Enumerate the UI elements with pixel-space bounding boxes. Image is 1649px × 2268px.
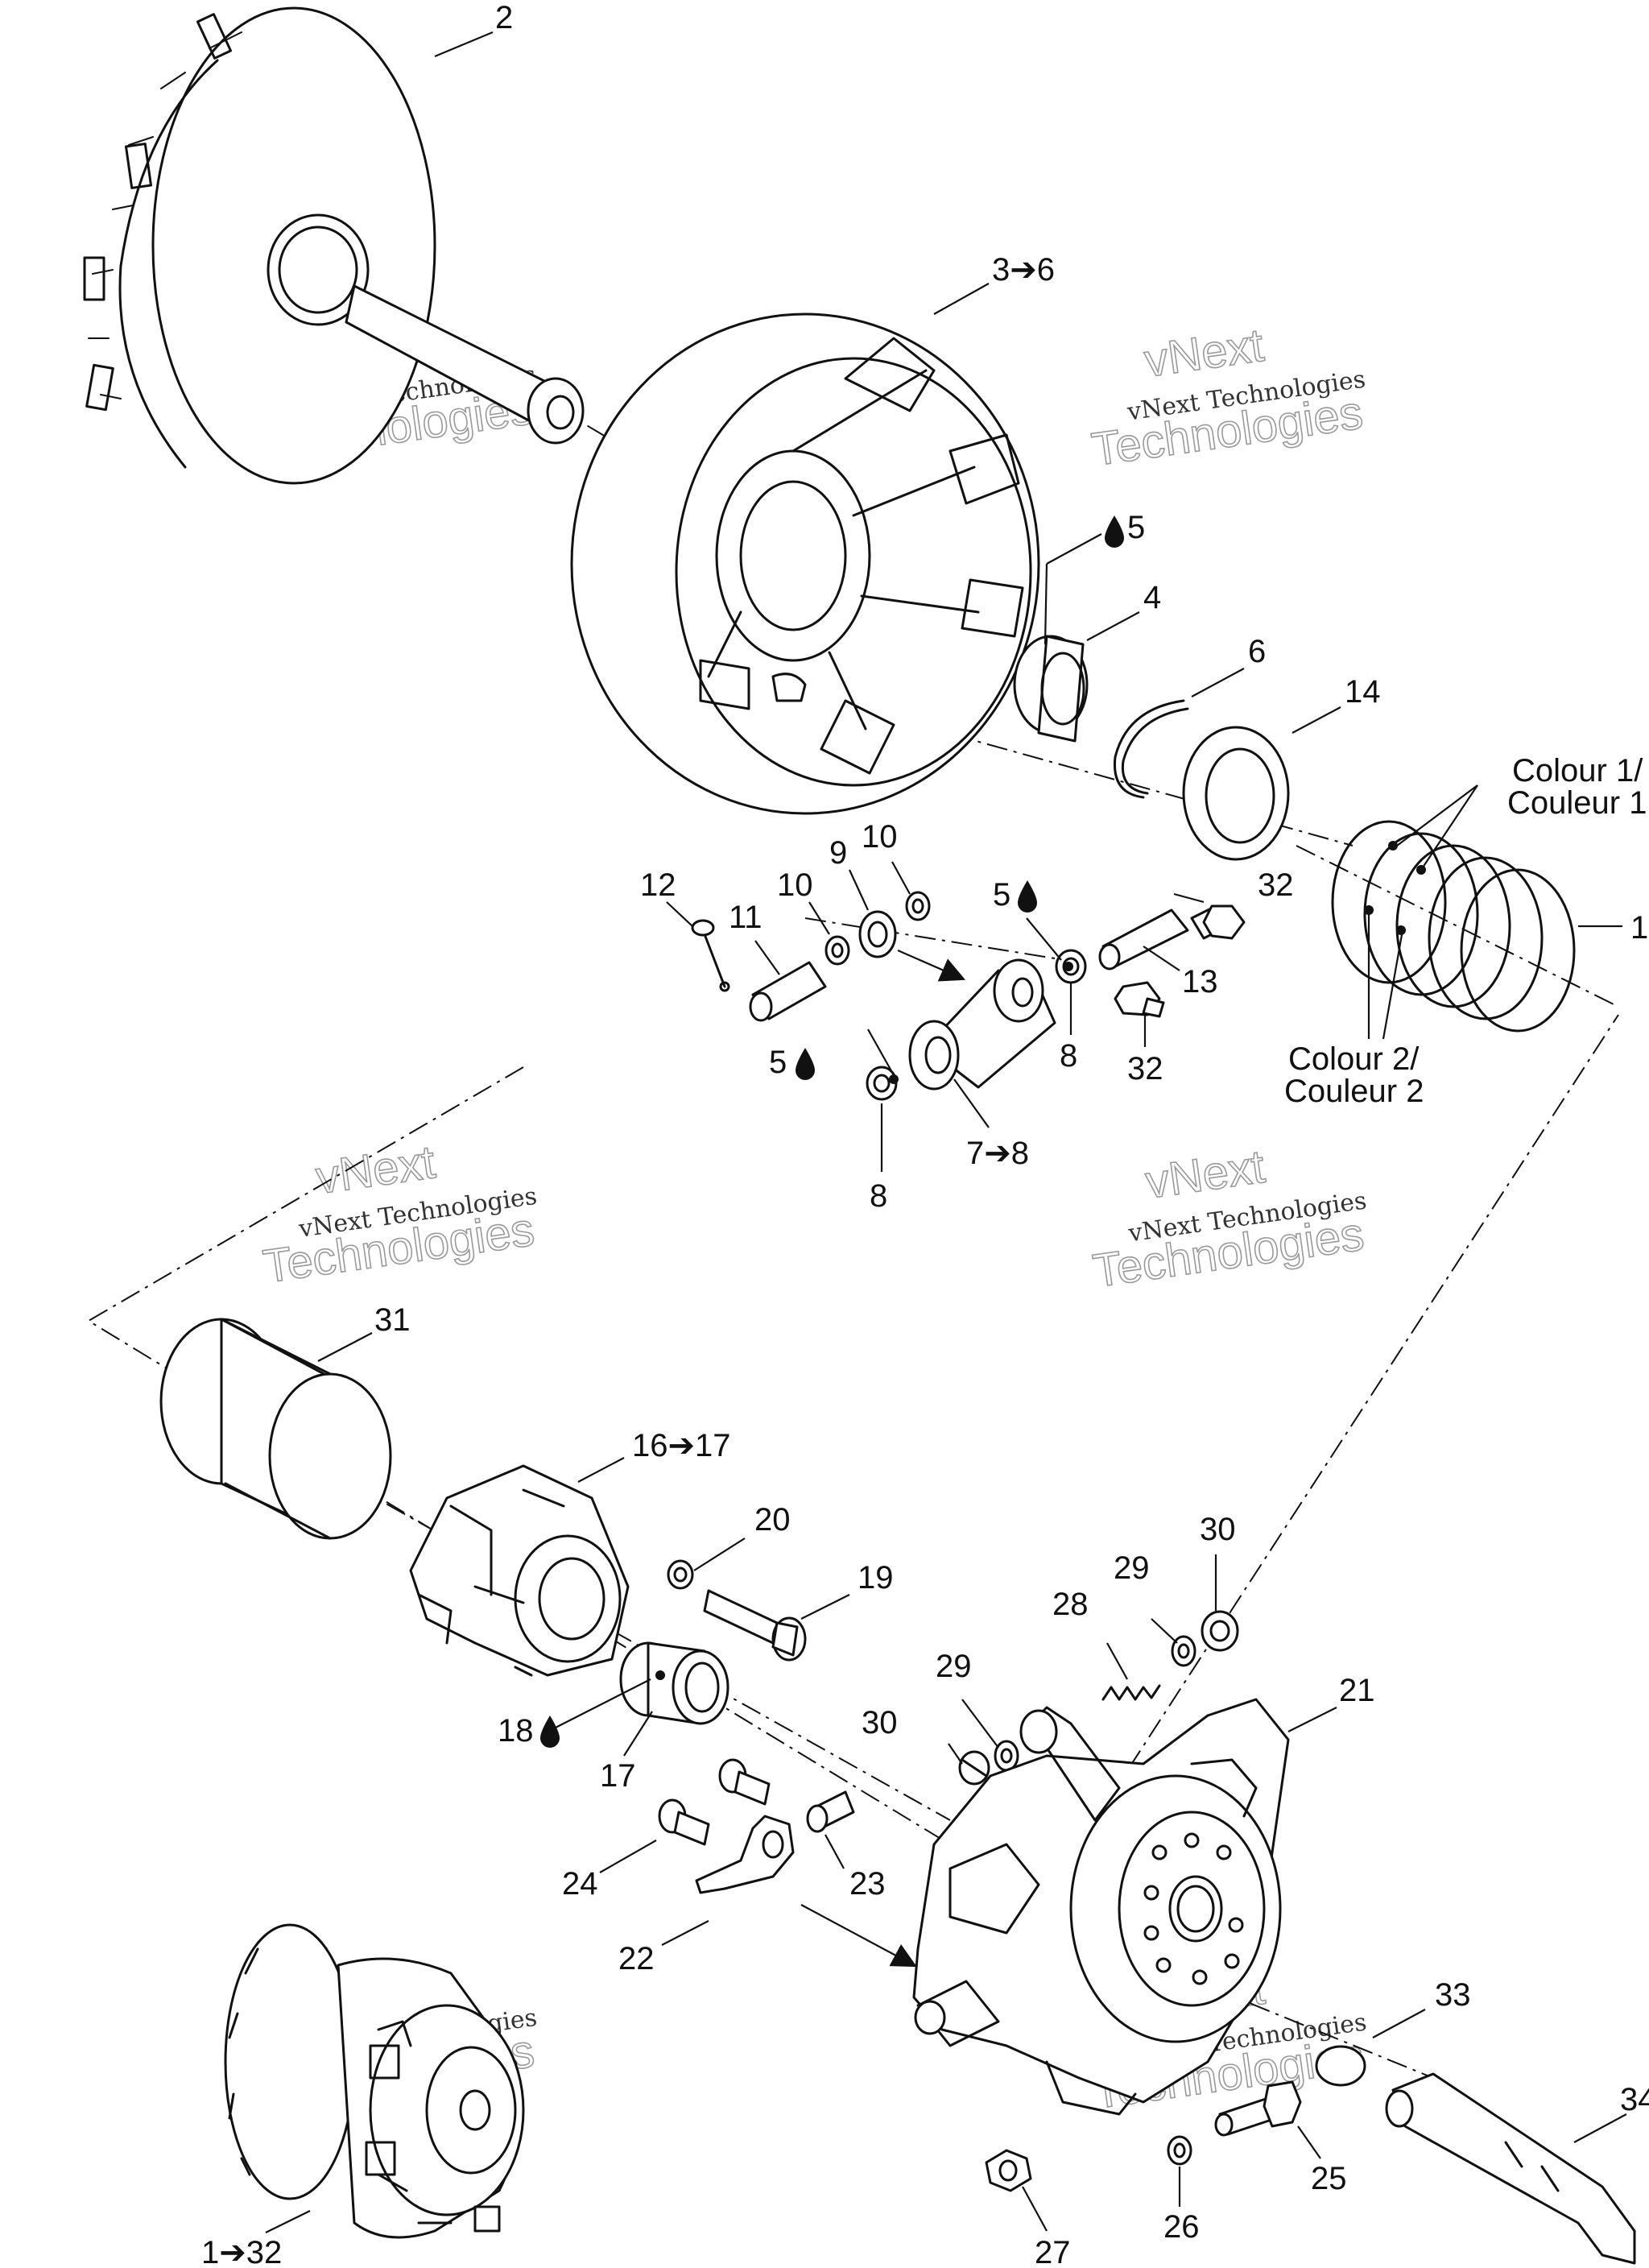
callout-32-b: 32 <box>1127 1051 1163 1086</box>
part-16-spider <box>409 1464 630 1677</box>
part-12-pin <box>691 919 730 992</box>
callout-26: 26 <box>1163 2209 1200 2245</box>
callout-28: 28 <box>1052 1587 1089 1622</box>
callout-7-to-8: 7➔8 <box>966 1136 1029 1171</box>
callout-5-mid: 5 <box>993 877 1010 913</box>
part-8-bushing-b <box>866 1066 899 1101</box>
lubricant-drop-icon <box>796 1048 815 1080</box>
part-22-weight <box>695 1815 795 1894</box>
part-24-pin-b <box>718 1758 771 1806</box>
callout-31: 31 <box>374 1302 411 1338</box>
part-21-governor-cup <box>912 1698 1290 2116</box>
part-19-bolt <box>703 1589 807 1662</box>
callout-19: 19 <box>858 1560 894 1595</box>
callout-23: 23 <box>849 1866 886 1902</box>
part-11-shaft <box>749 961 827 1022</box>
assembly-arrow-weight <box>800 1904 917 1968</box>
part-32-screw-a <box>1190 904 1246 940</box>
part-2-fixed-sheave <box>83 6 585 485</box>
callout-1-spring: 1 <box>1630 910 1648 946</box>
part-13-pin <box>1098 908 1189 971</box>
lubricant-drop-icons <box>540 515 1124 1748</box>
svg-text:vNext: vNext <box>1141 319 1267 387</box>
callout-33: 33 <box>1435 1977 1471 2013</box>
callout-3-to-6: 3➔6 <box>992 252 1055 288</box>
callout-32-a: 32 <box>1258 867 1294 903</box>
callout-21: 21 <box>1339 1673 1375 1708</box>
callout-12: 12 <box>640 867 676 903</box>
callout-10-b: 10 <box>862 819 898 855</box>
part-20-washer <box>667 1559 694 1590</box>
callout-14: 14 <box>1345 674 1381 710</box>
part-30-cap-b <box>958 1750 990 1786</box>
part-29-washer-b <box>994 1740 1019 1772</box>
callout-25: 25 <box>1311 2161 1347 2196</box>
svg-text:vNext: vNext <box>1143 1140 1268 1209</box>
callout-8-b: 8 <box>870 1178 887 1214</box>
callout-20: 20 <box>754 1502 791 1538</box>
part-9-roller <box>858 910 897 958</box>
part-1-spring <box>1331 820 1576 1033</box>
callout-8-a: 8 <box>1060 1038 1077 1074</box>
part-6-retaining-ring <box>1113 699 1189 799</box>
part-8-bushing-a <box>1055 949 1087 984</box>
callout-2: 2 <box>495 0 513 35</box>
watermark-mid-right: vNext Technologies vNext Technologies <box>1089 1140 1369 1298</box>
callout-4: 4 <box>1143 580 1161 615</box>
callout-17: 17 <box>600 1758 636 1794</box>
callout-13: 13 <box>1182 964 1218 999</box>
callout-6: 6 <box>1248 634 1266 669</box>
lubricant-drop-icon <box>540 1715 560 1748</box>
part-25-screw <box>1214 2080 1302 2137</box>
callout-27: 27 <box>1035 2235 1071 2268</box>
callout-1-to-32: 1➔32 <box>201 2235 282 2268</box>
callout-22: 22 <box>618 1941 655 1976</box>
part-33-washer <box>1315 2045 1366 2087</box>
watermark-top-right: vNext Technologies vNext Technologies <box>1088 318 1367 477</box>
part-28-spring <box>1101 1684 1161 1701</box>
callout-5-low: 5 <box>769 1045 787 1080</box>
part-27-nut <box>985 2149 1032 2192</box>
part-14-washer <box>1182 726 1290 861</box>
part-4-bushing <box>1013 635 1089 743</box>
svg-text:vNext: vNext <box>312 1136 438 1204</box>
colour-1-note-line2: Couleur 1 <box>1507 785 1647 821</box>
colour-2-note-line2: Couleur 2 <box>1284 1074 1424 1109</box>
colour-1-note-line1: Colour 1/ <box>1512 753 1643 788</box>
callout-9: 9 <box>829 835 847 871</box>
part-31-sleeve <box>159 1318 392 1540</box>
callout-30-a: 30 <box>862 1705 898 1740</box>
part-34-shaft <box>1385 2072 1636 2265</box>
leader-lines <box>265 31 1627 2233</box>
part-3-movable-sheave <box>570 312 1040 815</box>
lubricant-drop-icon <box>1105 515 1124 548</box>
callout-5-top: 5 <box>1127 510 1145 545</box>
callout-29-a: 29 <box>936 1649 972 1684</box>
colour-2-note-line1: Colour 2/ <box>1288 1041 1420 1077</box>
callout-30-b: 30 <box>1200 1512 1236 1547</box>
part-10-washer-a <box>824 935 850 966</box>
watermark-mid-left: vNext Technologies vNext Technologies <box>259 1135 539 1293</box>
lubricant-drop-icon <box>1018 880 1037 913</box>
part-26-washer <box>1167 2135 1192 2166</box>
part-1-assembled-pulley <box>224 1923 525 2239</box>
callout-24: 24 <box>562 1866 598 1902</box>
callout-29-b: 29 <box>1114 1550 1150 1586</box>
part-24-pin <box>658 1798 710 1846</box>
part-10-washer-b <box>905 891 931 921</box>
part-23-roller <box>806 1790 855 1833</box>
part-30-cap-a <box>1201 1610 1239 1652</box>
callout-18: 18 <box>498 1713 534 1749</box>
callout-11: 11 <box>729 900 763 935</box>
part-29-washer-a <box>1171 1635 1196 1667</box>
assembly-arrow-roller <box>897 949 966 982</box>
callout-16-to-17: 16➔17 <box>632 1428 731 1463</box>
part-7-roller-arm <box>908 958 1056 1091</box>
callout-10-a: 10 <box>777 867 813 903</box>
callout-34: 34 <box>1620 2082 1649 2117</box>
callout-labels: 2 3➔6 5 4 6 14 12 11 10 9 10 5 32 13 8 3… <box>201 0 1649 2268</box>
part-17-bushing <box>619 1641 729 1725</box>
part-32-screw-b <box>1114 981 1165 1018</box>
